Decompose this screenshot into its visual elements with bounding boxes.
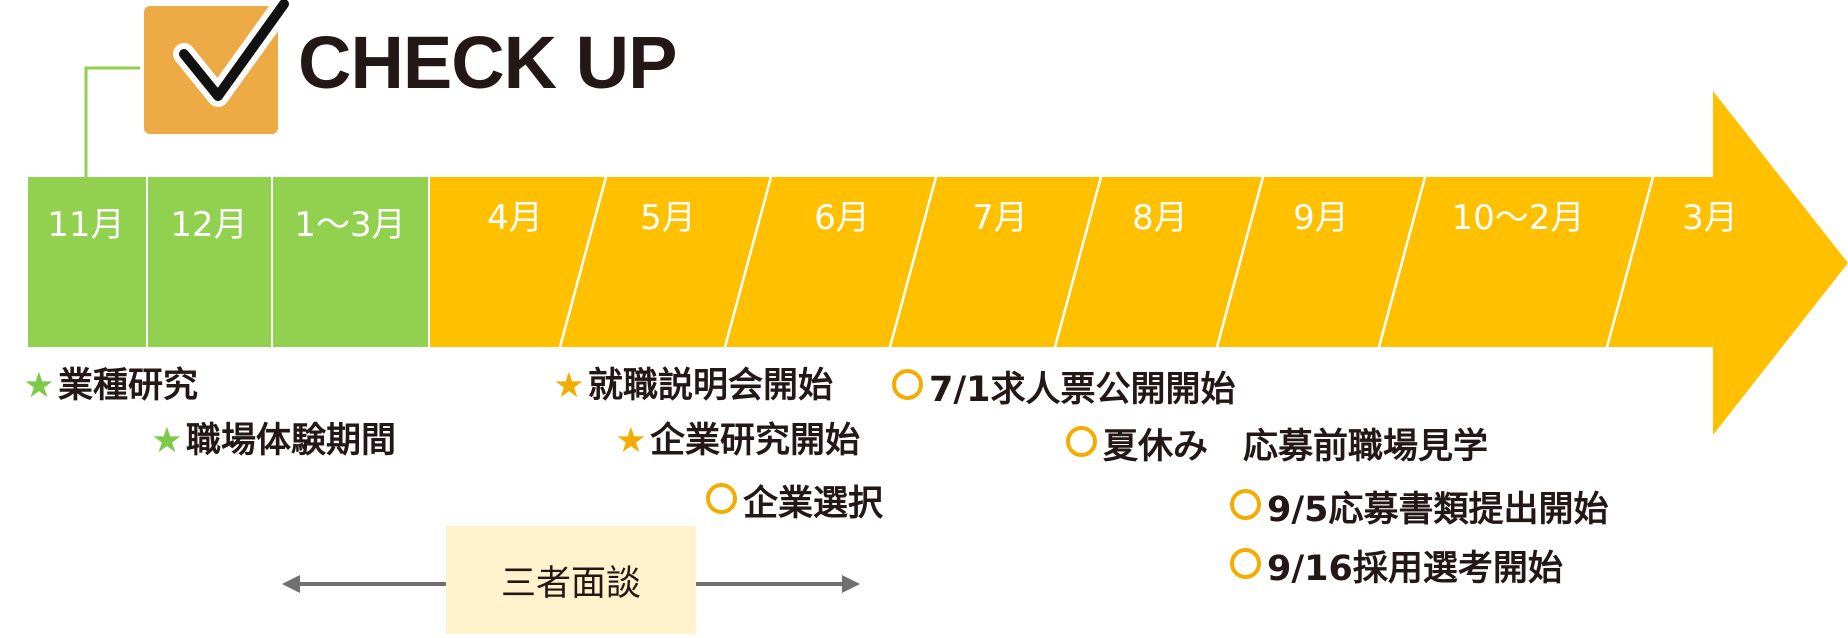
star-icon: ★ <box>615 421 647 461</box>
event-item: 企業選択 <box>704 483 883 522</box>
checkmark-icon <box>179 0 289 101</box>
event-item: ★企業研究開始 <box>614 424 860 459</box>
month-label: 12月 <box>170 205 247 245</box>
month-cell-12 <box>148 177 271 347</box>
event-item: ★業種研究 <box>22 369 198 404</box>
timeline-arrow <box>430 91 1848 435</box>
event-label: 就職説明会開始 <box>588 366 834 406</box>
month-label: 9月 <box>1293 198 1349 238</box>
month-label: 5月 <box>640 198 696 238</box>
event-item: 夏休み 応募前職場見学 <box>1064 426 1488 465</box>
page-title: CHECK UP <box>298 21 677 104</box>
event-label: 7/1求人票公開開始 <box>929 370 1236 410</box>
event-label: 企業選択 <box>743 484 884 524</box>
event-item: 9/5応募書類提出開始 <box>1228 489 1609 528</box>
event-label: 9/5応募書類提出開始 <box>1267 490 1609 530</box>
event-label: 業種研究 <box>58 366 199 406</box>
month-label: 1～3月 <box>294 205 405 245</box>
event-label: 企業研究開始 <box>650 421 861 461</box>
event-label: 職場体験期間 <box>186 421 397 461</box>
three-party-meeting-box: 三者面談 <box>446 526 696 634</box>
month-separators <box>558 176 1655 348</box>
circle-icon <box>1230 489 1261 520</box>
month-labels: 11月 12月 1～3月 4月 5月 6月 7月 8月 9月 10～2月 3月 <box>47 198 1737 245</box>
month-label: 4月 <box>487 198 543 238</box>
star-icon: ★ <box>23 366 55 406</box>
month-label: 11月 <box>47 205 124 245</box>
month-label: 8月 <box>1132 198 1188 238</box>
month-label: 7月 <box>972 198 1028 238</box>
meeting-label: 三者面談 <box>500 563 641 604</box>
circle-icon <box>1230 548 1261 579</box>
meeting-range-arrow <box>282 575 860 593</box>
star-icon: ★ <box>151 421 183 461</box>
circle-icon <box>892 369 923 400</box>
event-item: 9/16採用選考開始 <box>1228 548 1563 587</box>
month-cell-11 <box>28 177 146 347</box>
month-label: 6月 <box>814 198 870 238</box>
event-label: 9/16採用選考開始 <box>1267 549 1563 589</box>
event-item: 7/1求人票公開開始 <box>890 369 1236 408</box>
event-item: ★就職説明会開始 <box>552 369 833 404</box>
event-label: 夏休み 応募前職場見学 <box>1103 427 1489 467</box>
connector-line <box>84 66 140 177</box>
month-label: 10～2月 <box>1452 198 1585 238</box>
month-label: 3月 <box>1682 198 1738 238</box>
month-cell-1-3 <box>273 177 428 347</box>
circle-icon <box>706 483 737 514</box>
circle-icon <box>1066 426 1097 457</box>
star-icon: ★ <box>553 366 585 406</box>
event-item: ★職場体験期間 <box>150 424 396 459</box>
